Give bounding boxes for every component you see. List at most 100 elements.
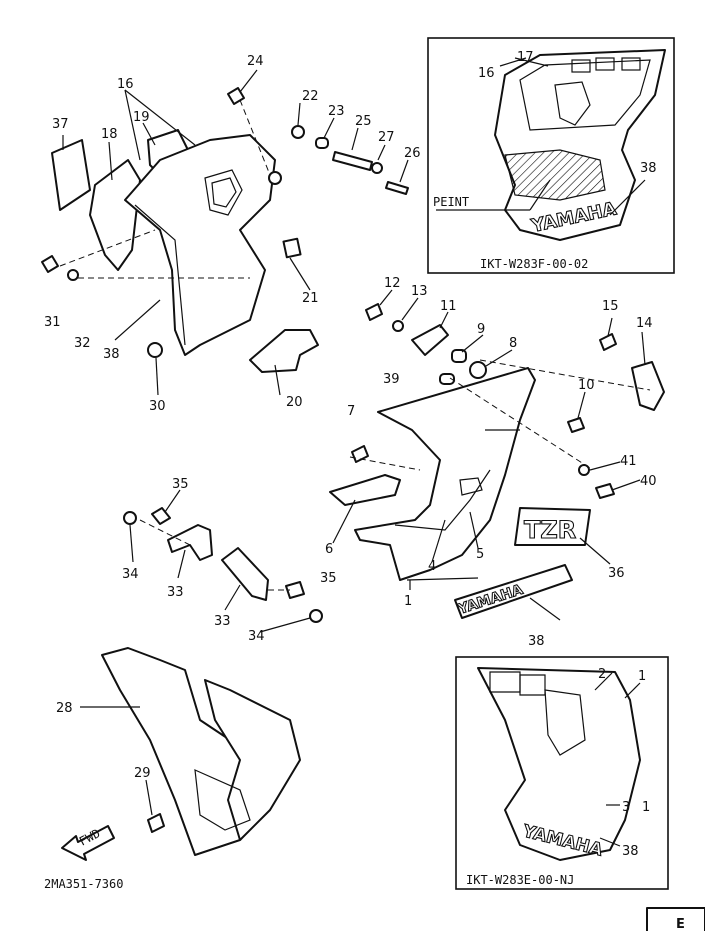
callout-41: 41 [620, 454, 637, 469]
callout-5: 5 [476, 547, 484, 562]
callout-17: 17 [517, 50, 534, 65]
callout-9: 9 [477, 322, 485, 337]
callout-39: 39 [383, 372, 400, 387]
callout-38: 38 [103, 347, 120, 362]
callout-25: 25 [355, 114, 372, 129]
part-35-bolt-lower [285, 581, 305, 599]
callout-28: 28 [56, 701, 73, 716]
corner-mark: E [646, 907, 705, 931]
grommet [268, 171, 282, 185]
part-37-shape [51, 139, 91, 211]
tzr-decal-text: TZR [524, 516, 576, 544]
callout-15: 15 [602, 299, 619, 314]
callout-37: 37 [52, 117, 69, 132]
part-29-bolt [147, 813, 165, 833]
callout-30: 30 [149, 399, 166, 414]
part-27-washer [371, 162, 383, 174]
callout-38-inset: 38 [640, 161, 657, 176]
callout-40: 40 [640, 474, 657, 489]
callout-1-inset-b: 1 [642, 800, 650, 815]
part-40-bolt [595, 483, 615, 499]
callout-10: 10 [578, 378, 595, 393]
callout-14: 14 [636, 316, 653, 331]
callout-8: 8 [509, 336, 517, 351]
corner-mark-box [646, 907, 705, 931]
inset-bottom: YAMAHA IKT-W283E-00-NJ [455, 656, 669, 890]
drawing-code: 2MA351-7360 [44, 877, 123, 891]
callout-19: 19 [133, 110, 150, 125]
lower-cowl-assembly: FWD 2MA351-7360 [44, 647, 301, 891]
part-34-nut-lower [309, 609, 323, 623]
part-18-shape [89, 159, 141, 271]
callout-4: 4 [428, 559, 436, 574]
callout-36: 36 [608, 566, 625, 581]
part-16-upper-cowl [124, 134, 276, 356]
bracket-assembly [123, 489, 323, 633]
decal-logo-text: YAMAHA [455, 582, 525, 618]
painted-area-hatch [504, 149, 606, 201]
callout-6: 6 [325, 542, 333, 557]
callout-38-inset-b: 38 [622, 844, 639, 859]
callout-21: 21 [302, 291, 319, 306]
part-32-washer [67, 269, 79, 281]
callout-3: 3 [622, 800, 630, 815]
callout-16-inset: 16 [478, 66, 495, 81]
corner-mark-text: E [676, 917, 685, 931]
part-26-bolt [385, 181, 409, 195]
callout-16: 16 [117, 77, 134, 92]
callout-2: 2 [598, 667, 606, 682]
callout-31: 31 [44, 315, 61, 330]
part-1-side-cowl [354, 367, 536, 581]
callout-35: 35 [172, 477, 189, 492]
callout-1: 1 [404, 594, 412, 609]
part-31-bolt [41, 255, 59, 273]
part-14-bracket [631, 361, 665, 411]
upper-cowl-assembly [41, 69, 409, 396]
callout-34-b: 34 [248, 629, 265, 644]
callout-22: 22 [302, 89, 319, 104]
callout-11: 11 [440, 299, 457, 314]
part-12-bolt [365, 303, 383, 321]
part-9-collar [451, 349, 467, 363]
paint-label: PEINT [433, 195, 469, 209]
callout-18: 18 [101, 127, 118, 142]
part-20-shape [249, 329, 319, 373]
part-33-bracket [167, 524, 213, 561]
inset-bottom-code: IKT-W283E-00-NJ [466, 873, 574, 887]
callout-labels: 1 1 1 2 3 4 5 6 7 8 9 10 11 12 13 14 15 … [44, 50, 657, 859]
part-13-washer [392, 320, 404, 332]
callout-33-b: 33 [214, 614, 231, 629]
callout-27: 27 [378, 130, 395, 145]
callout-20: 20 [286, 395, 303, 410]
inset-top: YAMAHA PEINT IKT-W283F-00-02 [427, 37, 675, 274]
part-36-decal [514, 507, 591, 546]
lower-cowl-vent [194, 769, 251, 831]
callout-35-b: 35 [320, 571, 337, 586]
part-30-grommet [147, 342, 163, 358]
part-11-bracket [411, 324, 449, 356]
part-41-washer [578, 464, 590, 476]
callout-13: 13 [411, 284, 428, 299]
forward-arrow-icon [61, 825, 115, 861]
cowl-vent-outline [204, 169, 243, 216]
part-15-bolt [599, 333, 617, 351]
part-34-nut [123, 511, 137, 525]
callout-34: 34 [122, 567, 139, 582]
part-35-bolt [151, 507, 171, 525]
part-28-inner-panel [204, 679, 301, 841]
callout-32: 32 [74, 336, 91, 351]
inset-top-code: IKT-W283F-00-02 [480, 257, 588, 271]
part-7-bolt [351, 445, 369, 463]
part-21-shape [282, 237, 302, 259]
callout-26: 26 [404, 146, 421, 161]
part-25-spacer [332, 151, 373, 171]
part-8-grommet [469, 361, 487, 379]
callout-33: 33 [167, 585, 184, 600]
inset-bottom-frame [455, 656, 669, 890]
part-22-grommet [291, 125, 305, 139]
part-10-screw [567, 417, 585, 433]
callout-29: 29 [134, 766, 151, 781]
part-39-collar [439, 373, 455, 385]
callout-7: 7 [347, 404, 355, 419]
